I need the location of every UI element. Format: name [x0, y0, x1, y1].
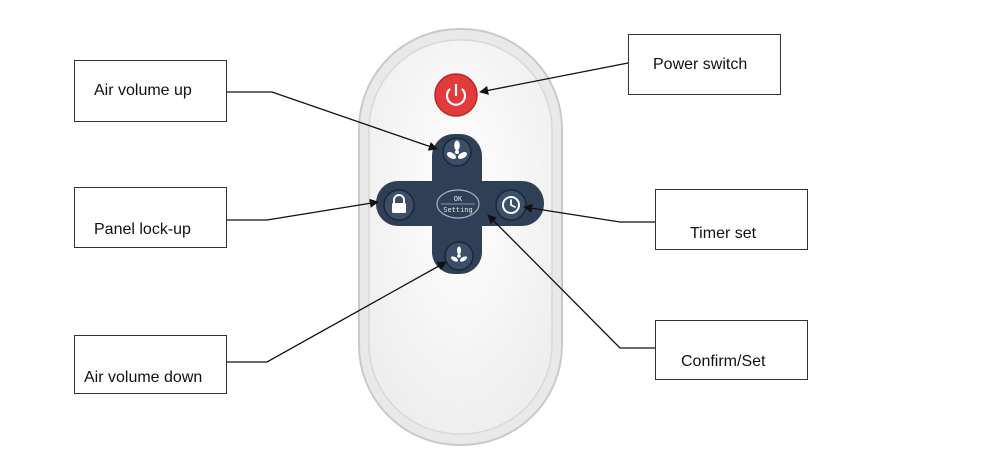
air-volume-up-text: Air volume up — [94, 82, 192, 99]
leader-air-up — [227, 91, 438, 151]
setting-label: Setting — [443, 206, 473, 214]
panel-lock-button[interactable] — [383, 189, 415, 221]
air-volume-down-button[interactable] — [444, 241, 474, 271]
confirm-set-button[interactable]: OK Setting — [436, 189, 480, 219]
label-panel-lock-up: Panel lock-up — [74, 187, 227, 248]
leader-air-down — [227, 261, 447, 363]
leader-power — [479, 62, 629, 95]
leader-timer — [523, 203, 655, 223]
air-volume-up-button[interactable] — [442, 137, 472, 167]
air-volume-down-text: Air volume down — [84, 369, 203, 386]
power-switch-text: Power switch — [653, 55, 748, 73]
fan-icon — [446, 140, 468, 159]
label-confirm-set: Confirm/Set — [655, 320, 808, 380]
label-timer-set: Timer set — [655, 189, 808, 250]
label-air-volume-up: Air volume up — [74, 60, 227, 122]
timer-set-text: Timer set — [690, 225, 757, 242]
clock-icon — [502, 196, 520, 214]
confirm-set-text: Confirm/Set — [681, 353, 766, 370]
leader-lock — [227, 198, 379, 221]
panel-lock-up-text: Panel lock-up — [94, 221, 191, 238]
power-icon — [445, 83, 467, 106]
leader-lines — [227, 62, 655, 363]
fan-small-icon — [450, 246, 468, 262]
label-power-switch: Power switch — [628, 34, 781, 95]
power-button[interactable] — [434, 73, 478, 117]
timer-set-button[interactable] — [495, 189, 527, 221]
leader-confirm — [487, 214, 655, 349]
label-air-volume-down: Air volume down — [74, 335, 227, 394]
ok-label: OK — [454, 195, 463, 203]
lock-icon — [392, 194, 406, 213]
